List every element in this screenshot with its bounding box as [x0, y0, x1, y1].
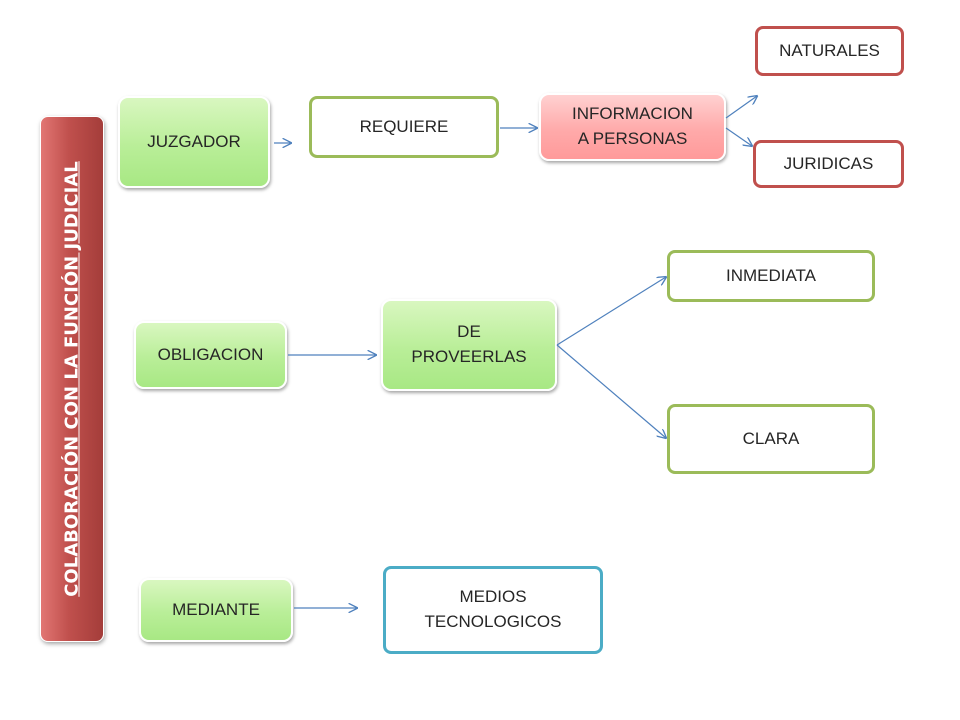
informacion-node: INFORMACION A PERSONAS — [539, 93, 726, 161]
arrow-proveerlas-inmediata — [556, 277, 666, 346]
clara-node: CLARA — [667, 404, 875, 474]
naturales-node: NATURALES — [755, 26, 904, 76]
arrow-informacion-juridicas — [725, 127, 752, 146]
obligacion-node: OBLIGACION — [134, 321, 287, 389]
medios-node: MEDIOS TECNOLOGICOS — [383, 566, 603, 654]
mediante-node: MEDIANTE — [139, 578, 293, 642]
juzgador-node: JUZGADOR — [118, 96, 270, 188]
requiere-node: REQUIERE — [309, 96, 499, 158]
side-bar: COLABORACIÓN CON LA FUNCIÓN JUDICIAL — [40, 116, 104, 642]
arrow-informacion-naturales — [725, 96, 757, 119]
arrow-proveerlas-clara — [556, 344, 666, 438]
inmediata-node: INMEDIATA — [667, 250, 875, 302]
proveerlas-node: DE PROVEERLAS — [381, 299, 557, 391]
juridicas-node: JURIDICAS — [753, 140, 904, 188]
